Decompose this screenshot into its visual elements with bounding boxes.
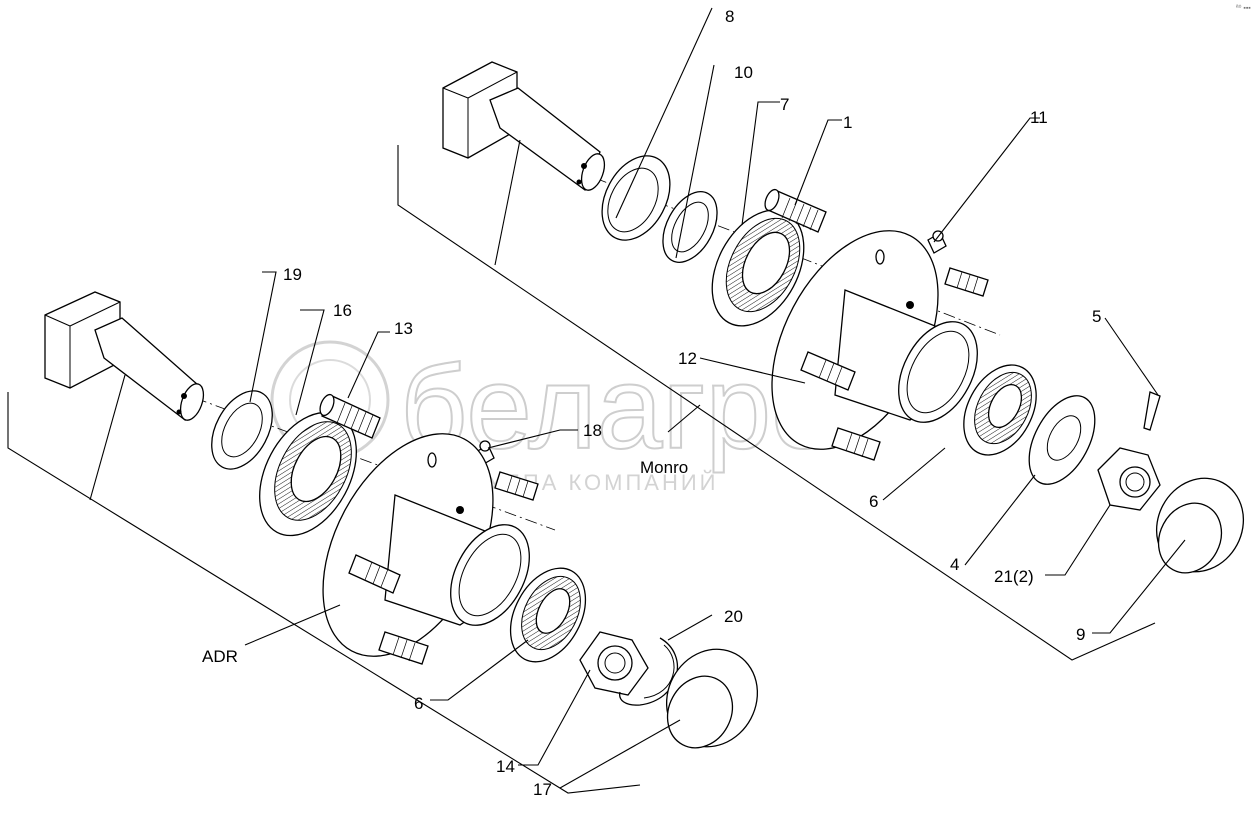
callout-4: 4 <box>950 555 959 574</box>
monro-hub-stud-right <box>944 267 989 297</box>
callout-1: 1 <box>843 113 852 132</box>
monro-wheel-stud-1 <box>764 188 827 233</box>
monro-castle-nut-21 <box>1097 447 1161 511</box>
callout-10: 10 <box>734 63 753 82</box>
callout-12: 12 <box>678 349 697 368</box>
callout-18: 18 <box>583 421 602 440</box>
monro-seal-8 <box>601 155 671 241</box>
callout-7: 7 <box>780 95 789 114</box>
monro-spindle <box>442 61 606 192</box>
callout-11: 11 <box>1030 108 1048 127</box>
callout-13: 13 <box>394 319 413 338</box>
callout-21: 21(2) <box>994 567 1034 586</box>
adr-hub-cap-17 <box>665 648 759 749</box>
monro-assembly-bracket <box>397 145 1156 661</box>
monro-hub-stud-left <box>800 351 856 391</box>
callout-6-monro: 6 <box>869 492 878 511</box>
adr-assembly-bracket <box>7 392 641 794</box>
monro-hub-stud-bottom <box>831 427 881 461</box>
callout-5: 5 <box>1092 307 1101 326</box>
monro-hub-bore <box>898 321 978 423</box>
monro-bearing-6 <box>963 364 1037 456</box>
callout-9: 9 <box>1076 625 1085 644</box>
callout-6-adr: 6 <box>414 694 423 713</box>
assembly-monro: 8 10 7 1 11 12 5 6 4 21(2) 9 Monro <box>397 7 1245 661</box>
adr-spindle <box>44 291 205 422</box>
callout-19: 19 <box>283 265 302 284</box>
callout-16: 16 <box>333 301 352 320</box>
assembly-label-monro: Monro <box>640 458 688 477</box>
callout-14: 14 <box>496 757 515 776</box>
monro-hub-12 <box>771 230 989 461</box>
callout-8: 8 <box>725 7 734 26</box>
adr-wheel-stud-13 <box>319 393 381 439</box>
adr-hub-stud-bottom <box>378 631 429 665</box>
assembly-adr: 19 16 13 18 6 20 14 17 ADR <box>7 265 759 799</box>
corner-mark: ª⁰ ▪▪▪ <box>1236 4 1251 12</box>
callout-20: 20 <box>724 607 743 626</box>
adr-hub <box>322 433 539 665</box>
monro-cotter-pin-5 <box>1143 391 1161 431</box>
monro-washer-4 <box>1028 395 1096 485</box>
adr-centerline <box>194 397 556 531</box>
adr-bearing-16 <box>259 411 357 537</box>
callout-17: 17 <box>533 780 552 799</box>
monro-grease-fitting-11 <box>927 230 947 254</box>
adr-bearing-6 <box>509 567 587 663</box>
adr-washer-19 <box>211 390 273 470</box>
adr-hub-stud-right <box>494 471 539 501</box>
adr-hub-bore <box>450 524 530 626</box>
adr-hub-stud-left <box>348 554 401 594</box>
assembly-label-adr: ADR <box>202 647 238 666</box>
monro-bearing-7 <box>711 209 805 327</box>
adr-retaining-ring-20 <box>619 637 678 706</box>
adr-castle-nut-14 <box>579 631 649 696</box>
monro-washer-10 <box>662 191 718 263</box>
